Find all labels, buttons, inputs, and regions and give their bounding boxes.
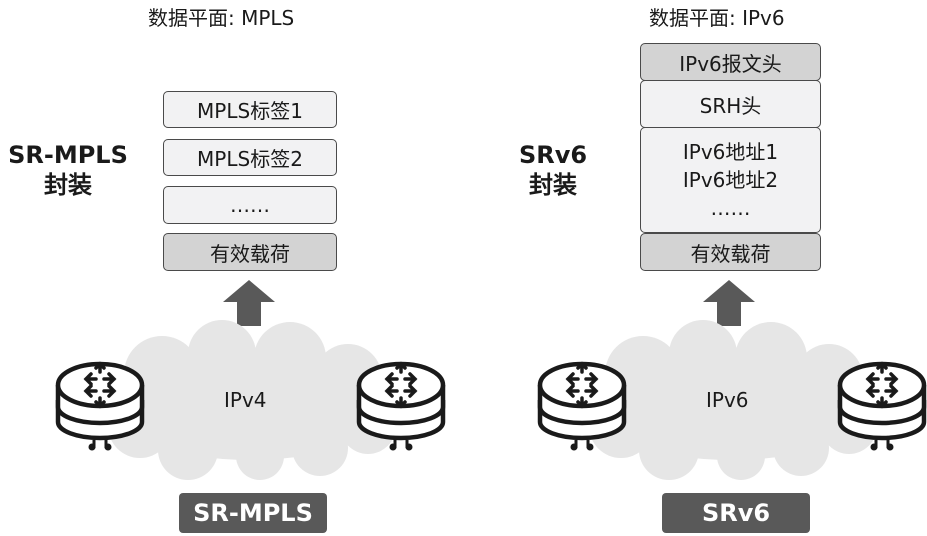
network-label: IPv4 — [224, 388, 267, 412]
router-icon — [837, 361, 927, 451]
ipv6-address-list-box: IPv6地址1 IPv6地址2 …… — [640, 127, 821, 233]
srv6-badge: SRv6 — [662, 493, 810, 533]
router-icon — [356, 361, 446, 451]
srh-header-box: SRH头 — [640, 80, 821, 128]
encapsulation-label-line2: 封装 — [44, 171, 92, 199]
up-arrow-icon — [223, 280, 275, 326]
encapsulation-label-line2: 封装 — [529, 171, 577, 199]
data-plane-title: 数据平面: MPLS — [148, 6, 295, 30]
sr-mpls-panel: 数据平面: MPLS SR-MPLS 封装 MPLS标签1 MPLS标签2 ……… — [0, 0, 463, 536]
data-plane-title: 数据平面: IPv6 — [649, 6, 785, 30]
cloud-icon — [589, 320, 877, 480]
payload-box: 有效载荷 — [163, 233, 337, 271]
ipv6-address-ellipsis: …… — [710, 196, 751, 220]
ipv6-address-1: IPv6地址1 — [682, 140, 779, 164]
router-icon — [55, 361, 145, 451]
mpls-label-1-box: MPLS标签1 — [163, 91, 337, 128]
srv6-panel: 数据平面: IPv6 SRv6 封装 IPv6报文头 SRH头 IPv6地址1 … — [463, 0, 927, 536]
encapsulation-label-line1: SR-MPLS — [8, 141, 128, 169]
encapsulation-label: SR-MPLS 封装 — [0, 140, 138, 200]
encapsulation-label: SRv6 封装 — [513, 140, 593, 200]
encapsulation-label-line1: SRv6 — [518, 141, 588, 169]
ellipsis-box: …… — [163, 186, 337, 224]
ipv6-address-2: IPv6地址2 — [682, 168, 779, 192]
mpls-label-2-box: MPLS标签2 — [163, 139, 337, 176]
router-icon — [537, 361, 627, 451]
payload-box: 有效载荷 — [640, 233, 821, 271]
network-label: IPv6 — [706, 388, 749, 412]
up-arrow-icon — [703, 280, 755, 326]
ipv6-header-box: IPv6报文头 — [640, 43, 821, 81]
sr-mpls-badge: SR-MPLS — [179, 493, 327, 533]
